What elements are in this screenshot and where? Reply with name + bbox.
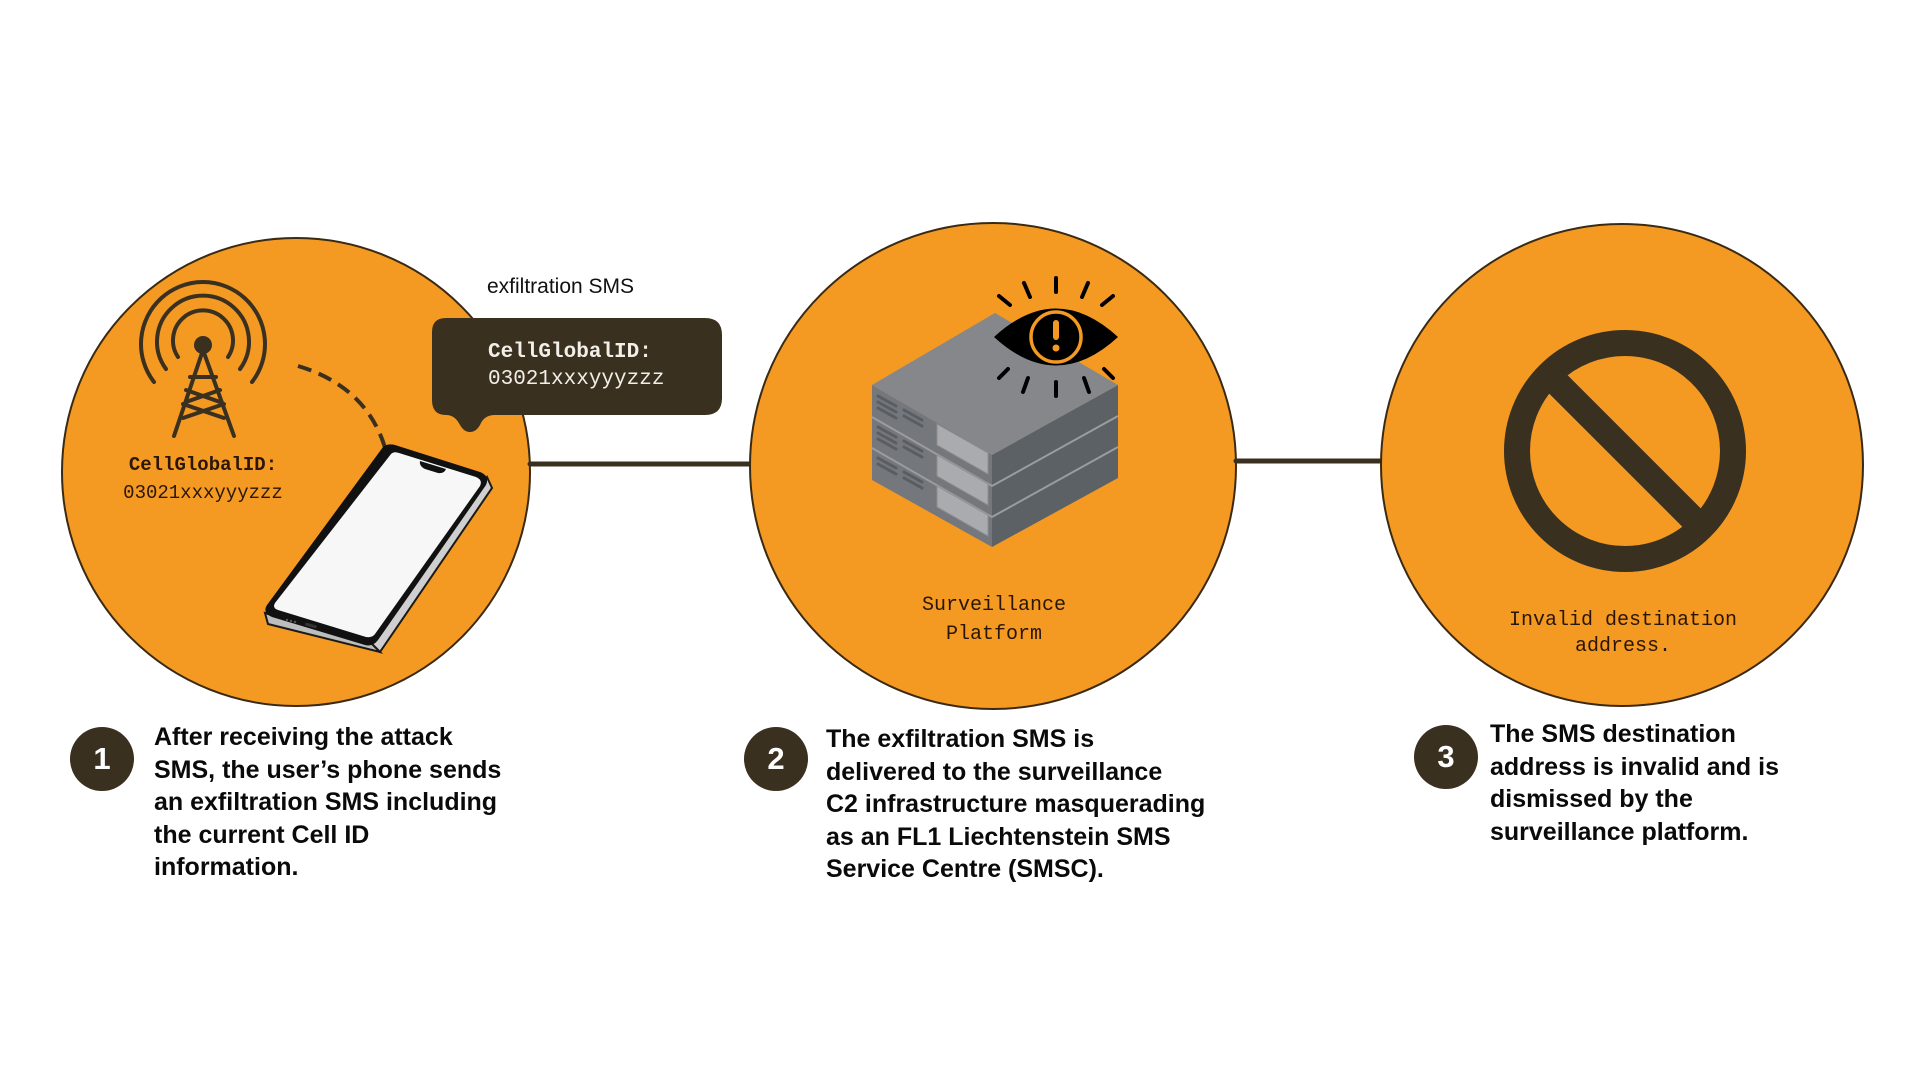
- step-line: Service Centre (SMSC).: [826, 855, 1104, 883]
- step-description: After receiving the attack SMS, the user…: [154, 721, 501, 884]
- step-line: an exfiltration SMS including: [154, 788, 498, 816]
- step-line: The exfiltration SMS is: [826, 725, 1095, 753]
- smartphone-icon: [263, 444, 494, 654]
- tower-cell-id-value: 03021xxxyyyzzz: [123, 482, 283, 504]
- surveillance-platform-label-line1: Surveillance: [922, 594, 1066, 617]
- step-number-badge: 1: [70, 727, 134, 791]
- server-unit: [872, 313, 1118, 485]
- step-line: surveillance platform.: [1490, 817, 1749, 846]
- bubble-cell-id-key: CellGlobalID:: [488, 341, 652, 364]
- step-line: dismissed by the: [1490, 785, 1693, 813]
- tower-cell-id-key: CellGlobalID:: [129, 454, 277, 476]
- step-number-badge: 2: [744, 727, 808, 791]
- step-line: The SMS destination: [1490, 720, 1736, 748]
- step-line: the current Cell ID: [154, 820, 370, 849]
- step-1: 1 After receiving the attack SMS, the us…: [70, 723, 501, 884]
- step-line: delivered to the surveillance: [826, 757, 1163, 786]
- step-number-badge: 3: [1414, 725, 1478, 789]
- step-2: 2 The exfiltration SMS is delivered to t…: [744, 725, 1205, 886]
- step-line: as an FL1 Liechtenstein SMS: [826, 822, 1171, 851]
- eye-alert-icon: [994, 276, 1118, 398]
- invalid-destination-label-line1: Invalid destination: [1509, 609, 1737, 632]
- step-description: The exfiltration SMS is delivered to the…: [826, 723, 1205, 886]
- step-line: C2 infrastructure masquerading: [826, 790, 1206, 818]
- invalid-destination-label-line2: address.: [1575, 635, 1671, 658]
- step-description: The SMS destination address is invalid a…: [1490, 718, 1779, 848]
- cell-tower-icon: [139, 280, 267, 438]
- bubble-cell-id-value: 03021xxxyyyzzz: [488, 368, 664, 391]
- arrow-stage1-to-stage2: [527, 450, 789, 478]
- bubble-caption: exfiltration SMS: [487, 275, 634, 298]
- message-bubble: [432, 318, 722, 432]
- step-3: 3 The SMS destination address is invalid…: [1414, 720, 1779, 848]
- prohibited-icon: [1504, 330, 1746, 572]
- step-line: information.: [154, 853, 299, 881]
- step-line: address is invalid and is: [1490, 752, 1780, 781]
- surveillance-platform-label-line2: Platform: [946, 623, 1042, 646]
- step-line: After receiving the attack: [154, 723, 453, 751]
- step-line: SMS, the user’s phone sends: [154, 755, 502, 784]
